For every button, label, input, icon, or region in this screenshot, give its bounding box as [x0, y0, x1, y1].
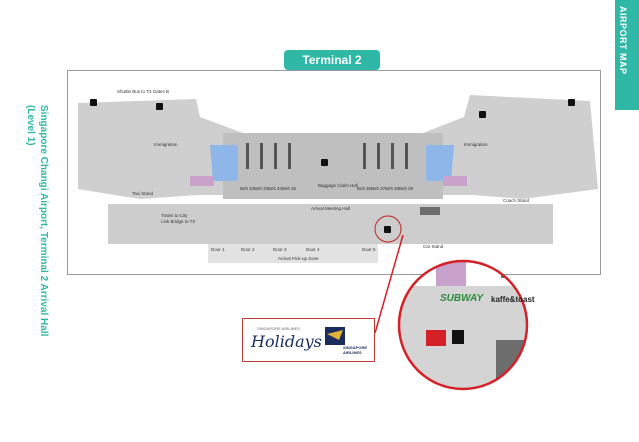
door-1-label: Door 1: [211, 247, 225, 252]
belt-36-label: Belt 36: [357, 186, 372, 191]
door-2-label: Door 2: [241, 247, 255, 252]
lift-icon: [384, 226, 391, 233]
airline-name: SINGAPORE AIRLINES: [343, 345, 368, 355]
belt-37-marker: [377, 143, 380, 169]
location-title: Singapore Changi Airport, Terminal 2 Arr…: [25, 105, 49, 337]
coach-stand-label: Coach Stand: [503, 198, 530, 203]
terminal-map: Shuttle Bus to T3 Gates B Immigration Im…: [67, 70, 601, 275]
toilet-icon: [321, 159, 328, 166]
car-stand-label: Car Stand: [423, 244, 444, 249]
trains-label: Trains to City: [161, 213, 188, 218]
meeting-hall-label: Arrival Meeting Hall: [311, 206, 351, 211]
holidays-wordmark: Holidays: [251, 332, 322, 351]
zoom-red-block: [426, 330, 446, 346]
baggage-claim-label: Baggage Claim Hall: [318, 183, 358, 188]
lift-icon: [90, 99, 97, 106]
zoom-source-circle: [374, 215, 402, 243]
arrival-pickup-zone: [208, 244, 378, 263]
belt-38-marker: [391, 143, 394, 169]
belt-35-label: Belt 35: [282, 186, 297, 191]
door-5-label: Door 5: [362, 247, 376, 252]
zoom-circle: [397, 259, 529, 391]
belt-36-marker: [363, 143, 366, 169]
door-4-label: Door 4: [306, 247, 320, 252]
door-3-label: Door 3: [273, 247, 287, 252]
terminal-floorplan: [78, 95, 598, 263]
belt-35-marker: [288, 143, 291, 169]
shop-right: [443, 176, 467, 186]
airport-map-tab-label: AIRPORT MAP: [618, 6, 628, 75]
belt-33-label: Belt 33: [254, 186, 269, 191]
toilet-icon: [479, 111, 486, 118]
taxi-stand-label: Taxi Stand: [132, 191, 154, 196]
sia-bird-icon: [325, 327, 345, 345]
zoom-dark-unit: [501, 261, 527, 278]
subway-kiosk: [420, 207, 440, 215]
belt-34-label: Belt 34: [268, 186, 283, 191]
zoom-info-icon: [452, 330, 464, 344]
logo-top-text: SINGAPORE AIRLINES: [257, 326, 300, 331]
belt-32-label: Belt 32: [240, 186, 255, 191]
terminal-title: Terminal 2: [284, 50, 380, 70]
immigration-area-left: [210, 145, 238, 181]
airport-map-tab[interactable]: AIRPORT MAP: [615, 0, 639, 110]
belt-37-label: Belt 37: [371, 186, 386, 191]
arrival-meeting-hall: [108, 204, 553, 244]
immigration-left-label: Immigration: [154, 142, 178, 147]
zoom-callout-line: [375, 235, 404, 334]
lift-icon: [568, 99, 575, 106]
belt-34-marker: [274, 143, 277, 169]
holidays-logo: SINGAPORE AIRLINES Holidays SINGAPORE AI…: [242, 318, 375, 362]
belt-33-marker: [260, 143, 263, 169]
shuttle-label: Shuttle Bus to T3 Gates B: [117, 89, 169, 94]
immigration-right-label: Immigration: [464, 142, 488, 147]
shop-left: [190, 176, 214, 186]
pickup-zone-label: Arrival Pick-up Zone: [278, 256, 319, 261]
link-bridge-label: Link Bridge to T3: [161, 219, 195, 224]
immigration-area-right: [426, 145, 454, 181]
belt-39-marker: [405, 143, 408, 169]
belt-39-label: Belt 39: [399, 186, 414, 191]
zoom-kaffe-label: kaffe&toast: [491, 295, 535, 304]
zoom-subway-label: SUBWAY: [440, 293, 484, 304]
belt-32-marker: [246, 143, 249, 169]
belt-38-label: Belt 38: [385, 186, 400, 191]
toilet-icon: [156, 103, 163, 110]
